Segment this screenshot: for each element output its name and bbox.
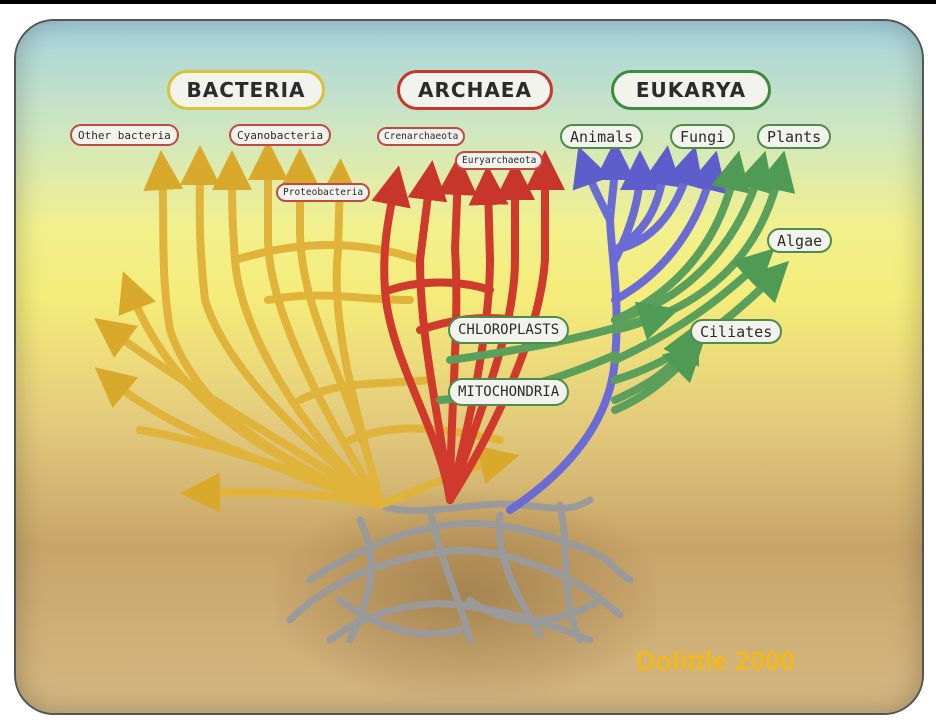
mitochondria-label: MITOCHONDRIA: [448, 378, 569, 406]
group-crenarchaeota-label: Crenarchaeota: [377, 127, 465, 146]
domain-archaea-label: ARCHAEA: [397, 70, 553, 110]
group-fungi-label: Fungi: [670, 124, 735, 149]
group-ciliates-label: Ciliates: [690, 319, 782, 344]
group-cyanobacteria-label: Cyanobacteria: [229, 124, 331, 146]
group-animals-label: Animals: [560, 124, 643, 149]
group-plants-label: Plants: [757, 124, 831, 149]
group-proteobacteria-label: Proteobacteria: [276, 183, 370, 202]
domain-eukarya-label: EUKARYA: [611, 70, 771, 110]
chloroplasts-label: CHLOROPLASTS: [448, 316, 569, 344]
group-algae-label: Algae: [767, 228, 832, 253]
group-other-bacteria-label: Other bacteria: [70, 124, 179, 146]
group-euryarchaeota-label: Euryarchaeota: [455, 151, 543, 170]
domain-bacteria-label: BACTERIA: [167, 70, 325, 110]
credit-caption: Dolittle 2000: [636, 646, 795, 677]
root-network: [290, 500, 630, 640]
